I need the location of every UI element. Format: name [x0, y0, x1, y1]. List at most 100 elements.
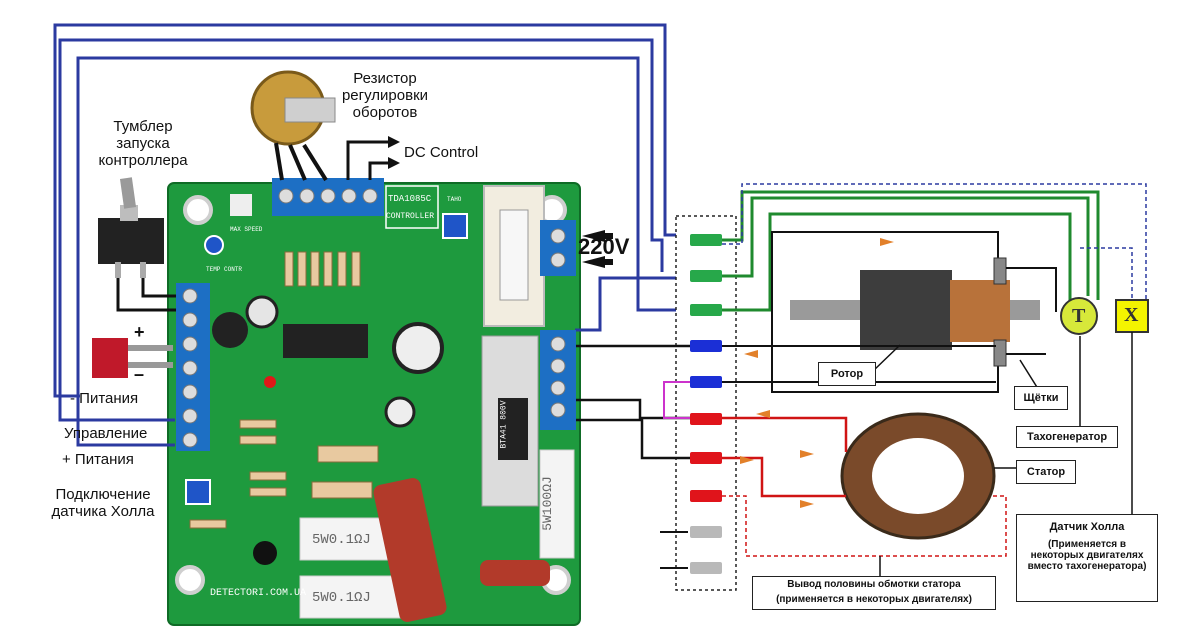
pot-lead-2 — [288, 144, 307, 181]
resistor-label-line-3: оборотов — [352, 104, 418, 121]
mount-hole-bl — [175, 565, 205, 595]
toggle-label: Тумблер запуска контроллера — [78, 118, 208, 169]
tacho-label: Тахогенератор — [1016, 426, 1118, 448]
power-connector — [92, 338, 128, 378]
tacho-symbol — [1060, 297, 1098, 335]
rotor-core — [860, 270, 952, 350]
capacitor-1 — [245, 295, 279, 329]
wire-hall-dashed — [722, 183, 1147, 316]
control-label: Управление — [64, 425, 148, 442]
arrow-220-1 — [582, 230, 605, 242]
fuse — [499, 209, 529, 301]
wire-blue-mid — [58, 38, 664, 422]
chip-label-box — [385, 185, 439, 229]
capacitor-4 — [384, 396, 416, 428]
connector-pins — [690, 234, 722, 574]
film-capacitor-2 — [480, 560, 550, 586]
pcb-triac-label: BTA41 800V — [499, 400, 509, 449]
connector-magenta — [663, 381, 690, 419]
pcb-max-speed: MAX SPEED — [230, 226, 263, 233]
dc-arrow-2-head — [388, 157, 400, 169]
pcb-taho: TAHO — [447, 196, 462, 203]
toggle-label-line-3: контроллера — [98, 152, 188, 169]
capacitor-5 — [253, 541, 277, 565]
dc-control-label: DC Control — [404, 144, 479, 161]
trimpot-hall — [185, 479, 211, 505]
toggle-label-line-2: запуска — [116, 135, 170, 152]
triac — [498, 398, 528, 460]
mount-hole-tl — [183, 195, 213, 225]
power-plus-label: + Питания — [62, 451, 134, 468]
wire-brush-to-tacho — [1006, 267, 1057, 355]
wire-blue-inner — [76, 56, 690, 447]
power-connector-pin2 — [128, 362, 173, 368]
half-winding-label: Вывод половины обмотки статора (применяе… — [752, 576, 996, 610]
direction-arrows — [740, 238, 894, 508]
arrow-220-2-tail — [603, 259, 613, 265]
toggle-leg — [115, 262, 121, 278]
dc-arrow-1 — [346, 140, 388, 180]
toggle-label-line-1: Тумблер — [113, 118, 173, 135]
stator-label: Статор — [1016, 460, 1076, 484]
toggle-wire-1 — [116, 278, 176, 312]
hall-title: Датчик Холла — [1049, 521, 1125, 533]
brush-top — [993, 257, 1007, 285]
toggle-wire-2 — [141, 278, 176, 298]
small-resistors — [189, 251, 379, 529]
pcb-temp: TEMP CONTR — [206, 266, 243, 273]
plus-sign: + — [134, 322, 145, 342]
pcb-resistor-2-label: 5W0.1ΩJ — [312, 590, 371, 606]
pcb-site-label: DETECTORI.COM.UA — [210, 588, 307, 599]
hall-box: Датчик Холла (Применяется в некоторых дв… — [1016, 514, 1158, 602]
wire-hall-dashed-2 — [1080, 247, 1133, 298]
stator-inner — [872, 438, 964, 514]
rotor-winding — [950, 280, 1010, 342]
terminal-right-220 — [540, 220, 576, 276]
hall-connect-label: Подключение датчика Холла — [38, 486, 168, 520]
rotor-label: Ротор — [818, 362, 876, 386]
toggle-leg2 — [140, 262, 146, 278]
wire-green-2 — [722, 196, 1090, 296]
pot-lead-1 — [274, 142, 284, 181]
hall-connect-line-1: Подключение — [55, 486, 151, 503]
dc-arrow-1-head — [388, 136, 400, 148]
connector-arrows-black — [660, 531, 688, 569]
pcb-controller-label: CONTROLLER — [386, 212, 435, 221]
tacho-symbol-text: T — [1072, 305, 1086, 327]
resistor-label-line-1: Резистор — [353, 70, 417, 87]
hall-symbol-text: X — [1124, 304, 1139, 326]
pot-lead-3 — [302, 143, 328, 182]
pcb-resistor-3-label: 5W100ΩJ — [539, 476, 555, 531]
resistor-label-line-2: регулировки — [341, 87, 429, 104]
hall-connect-line-2: датчика Холла — [51, 503, 155, 520]
trimpot-taho — [442, 213, 468, 239]
capacitor-2 — [212, 312, 248, 348]
film-capacitor — [373, 478, 447, 622]
pointer-rotor — [871, 344, 901, 373]
connector-black-wires — [576, 344, 690, 460]
resistor-label: Резистор регулировки оборотов — [320, 70, 450, 121]
minus-sign: – — [134, 364, 145, 384]
ic-chip — [283, 324, 368, 358]
wire-green-3 — [722, 212, 1072, 312]
potentiometer-shaft — [284, 97, 336, 123]
terminal-220-screws — [550, 228, 566, 268]
terminal-motor-screws — [550, 336, 566, 418]
power-resistor-2 — [299, 575, 401, 619]
dc-arrow-2 — [368, 161, 388, 180]
wire-blue-control — [575, 276, 690, 332]
trimpot-temp — [204, 235, 224, 255]
toggle-body — [98, 218, 164, 264]
brushes-label: Щётки — [1014, 386, 1068, 410]
toggle-lever-base — [120, 205, 138, 221]
pcb-resistor-1-label: 5W0.1ΩJ — [312, 532, 371, 548]
voltage-label: 220V — [578, 234, 630, 259]
power-connector-pin — [128, 345, 173, 351]
stator-dashed — [722, 495, 1007, 557]
pcb-chip-label: TDA1085C — [388, 194, 432, 204]
trimpot-max — [230, 194, 252, 216]
arrow-220-2 — [582, 256, 605, 268]
hall-note: (Применяется в некоторых двигателях вмес… — [1027, 539, 1147, 572]
